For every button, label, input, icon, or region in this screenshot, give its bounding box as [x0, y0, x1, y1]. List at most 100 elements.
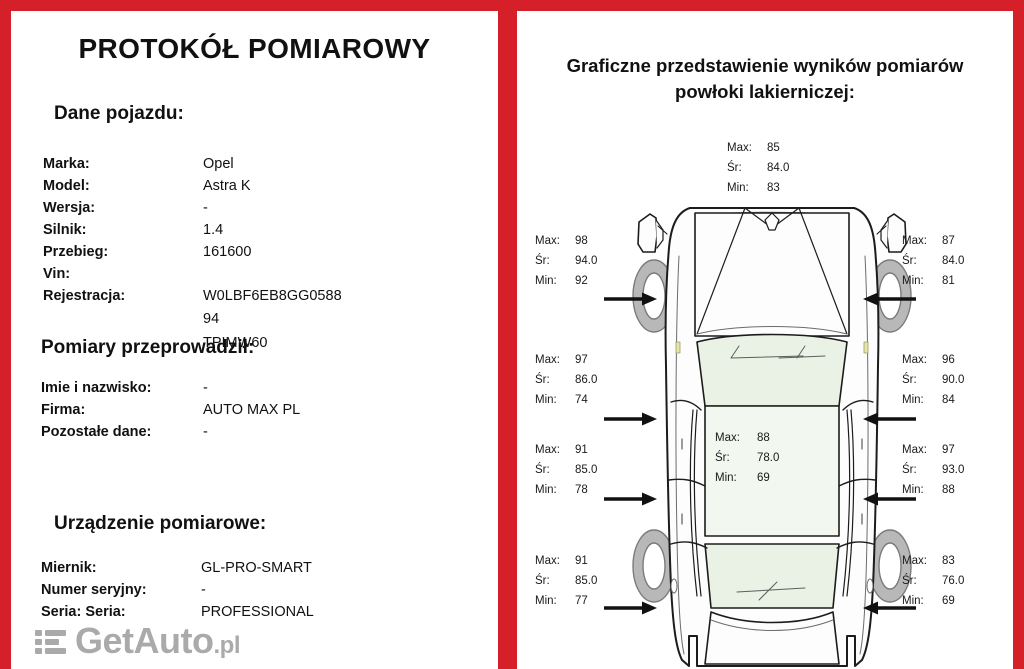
frame-center-divider [498, 0, 517, 669]
frame-left-border [0, 0, 11, 669]
row-label: Numer seryjny: [41, 582, 147, 598]
max-label: Max: [535, 444, 560, 456]
avg-value: 84.0 [767, 162, 790, 174]
vin-overflow-line-1: 94 [203, 311, 220, 327]
row-value: - [203, 380, 208, 396]
max-value: 91 [575, 444, 588, 456]
avg-value: 90.0 [942, 374, 965, 386]
row-label: Pozostałe dane: [41, 424, 152, 440]
max-value: 97 [575, 354, 588, 366]
row-value: - [203, 200, 208, 216]
row-label: Rejestracja: [43, 288, 126, 304]
avg-value: 85.0 [575, 464, 598, 476]
max-value: 96 [942, 354, 955, 366]
diagram-title-line-1: Graficzne przedstawienie wyników pomiaró… [566, 55, 964, 76]
row-label: Silnik: [43, 222, 87, 238]
table-row: Przebieg: 161600 [43, 244, 463, 266]
vehicle-data-table: Marka: Opel Model: Astra K Wersja: - Sil… [43, 156, 463, 310]
min-label: Min: [902, 595, 924, 607]
table-row: Model: Astra K [43, 178, 463, 200]
measurers-data-table: Imie i nazwisko: - Firma: AUTO MAX PL Po… [41, 380, 461, 446]
max-label: Max: [535, 555, 560, 567]
table-row: Wersja: - [43, 200, 463, 222]
table-row: Marka: Opel [43, 156, 463, 178]
row-value: 1.4 [203, 222, 224, 238]
max-value: 83 [942, 555, 955, 567]
max-label: Max: [535, 354, 560, 366]
arrow-right-icon-front-left-door [604, 412, 657, 426]
min-value: 78 [575, 484, 588, 496]
avg-value: 78.0 [757, 452, 780, 464]
avg-value: 85.0 [575, 575, 598, 587]
max-value: 91 [575, 555, 588, 567]
min-value: 69 [942, 595, 955, 607]
min-label: Min: [902, 275, 924, 287]
diagram-title-line-2: powłoki lakierniczej: [675, 81, 855, 103]
arrow-right-icon-rear-left-quarter [604, 601, 657, 615]
avg-label: Śr: [535, 255, 550, 267]
max-value: 88 [757, 432, 770, 444]
max-value: 98 [575, 235, 588, 247]
row-label: Wersja: [43, 200, 96, 216]
min-value: 69 [757, 472, 770, 484]
table-row: Pozostałe dane: - [41, 424, 461, 446]
max-value: 85 [767, 142, 780, 154]
device-section-heading: Urządzenie pomiarowe: [54, 513, 267, 534]
logo-text: GetAuto.pl [75, 623, 240, 659]
min-label: Min: [535, 595, 557, 607]
logo-text-tld: .pl [213, 632, 240, 659]
frame-right-border [1013, 0, 1024, 669]
table-row: Vin: [43, 266, 463, 288]
min-label: Min: [535, 275, 557, 287]
row-value: Opel [203, 156, 234, 172]
page-title: PROTOKÓŁ POMIAROWY [78, 33, 431, 64]
avg-value: 84.0 [942, 255, 965, 267]
row-label: Imie i nazwisko: [41, 380, 152, 396]
row-value: PROFESSIONAL [201, 604, 314, 620]
right-panel: Graficzne przedstawienie wyników pomiaró… [517, 11, 1013, 669]
table-row: Miernik: GL-PRO-SMART [41, 560, 461, 582]
min-label: Min: [535, 394, 557, 406]
avg-value: 93.0 [942, 464, 965, 476]
logo-text-get: Get [75, 620, 134, 661]
row-label: Firma: [41, 402, 86, 418]
row-value: GL-PRO-SMART [201, 560, 312, 576]
menu-list-icon [35, 628, 66, 655]
row-value: - [203, 424, 208, 440]
max-label: Max: [902, 354, 927, 366]
min-value: 83 [767, 182, 780, 194]
min-value: 77 [575, 595, 588, 607]
row-label: Model: [43, 178, 90, 194]
min-value: 92 [575, 275, 588, 287]
avg-value: 86.0 [575, 374, 598, 386]
arrow-left-icon-front-right-fender [863, 292, 916, 306]
left-panel: PROTOKÓŁ POMIAROWY Dane pojazdu: Marka: … [11, 11, 498, 669]
row-value: AUTO MAX PL [203, 402, 301, 418]
device-data-table: Miernik: GL-PRO-SMART Numer seryjny: - S… [41, 560, 461, 626]
min-label: Min: [715, 472, 737, 484]
min-value: 81 [942, 275, 955, 287]
table-row: Rejestracja: W0LBF6EB8GG0588 [43, 288, 463, 310]
arrow-left-icon-rear-right-door [863, 492, 916, 506]
row-label: Vin: [43, 266, 71, 282]
min-value: 88 [942, 484, 955, 496]
max-label: Max: [535, 235, 560, 247]
logo-text-auto: Auto [133, 620, 214, 661]
avg-label: Śr: [535, 575, 550, 587]
table-row: Firma: AUTO MAX PL [41, 402, 461, 424]
min-label: Min: [902, 484, 924, 496]
row-value: 161600 [203, 244, 252, 260]
max-label: Max: [902, 555, 927, 567]
table-row: Numer seryjny: - [41, 582, 461, 604]
row-value: W0LBF6EB8GG0588 [203, 288, 342, 304]
max-label: Max: [727, 142, 752, 154]
avg-label: Śr: [535, 464, 550, 476]
max-value: 87 [942, 235, 955, 247]
avg-value: 94.0 [575, 255, 598, 267]
arrow-right-icon-rear-left-door [604, 492, 657, 506]
getauto-watermark-logo: GetAuto.pl [35, 623, 240, 659]
row-label: Miernik: [41, 560, 97, 576]
min-label: Min: [902, 394, 924, 406]
arrow-right-icon-front-left-fender [604, 292, 657, 306]
